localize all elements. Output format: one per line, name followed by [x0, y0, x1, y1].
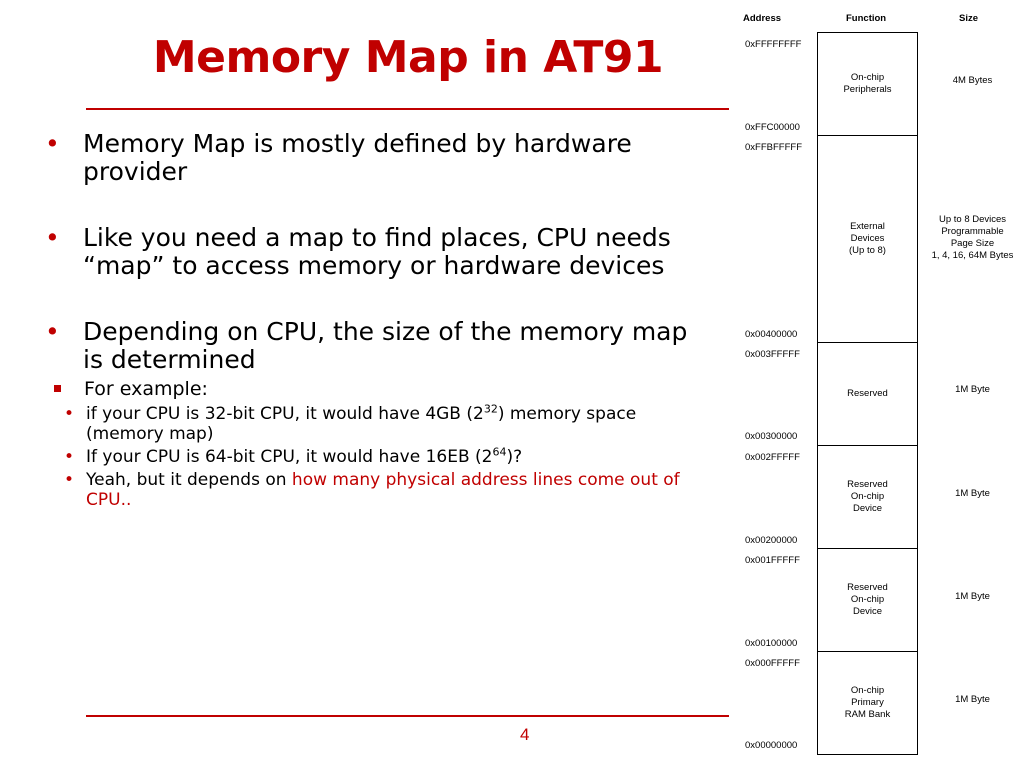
region-end-address: 0x001FFFFF — [745, 555, 800, 566]
region-size: 4M Bytes — [952, 75, 993, 86]
footer-divider — [86, 715, 729, 717]
bullet-item: • Depending on CPU, the size of the memo… — [40, 318, 710, 374]
sub-bullet-text: For example: — [84, 378, 208, 400]
example-item: • If your CPU is 64-bit CPU, it would ha… — [40, 445, 710, 467]
bullet-dot-icon: • — [45, 317, 60, 346]
region-start-address: 0x00300000 — [745, 431, 798, 442]
region-start-address: 0x00000000 — [745, 740, 798, 751]
region-start-address: 0x00100000 — [745, 638, 798, 649]
bullet-dot-icon: • — [45, 223, 60, 252]
bullet-dot-icon: • — [64, 447, 75, 467]
page-number: 4 — [520, 725, 530, 744]
region-function: On-chip Primary RAM Bank — [844, 685, 891, 720]
title-divider — [86, 108, 729, 110]
region-function: Reserved On-chip Device — [847, 582, 888, 617]
bullet-dot-icon: • — [45, 129, 60, 158]
region-size: 1M Byte — [955, 591, 990, 602]
bullet-item: • Memory Map is mostly defined by hardwa… — [40, 130, 710, 186]
slide-body: • Memory Map is mostly defined by hardwa… — [40, 130, 710, 513]
memory-region-peripherals: On-chip Peripherals — [817, 32, 918, 136]
region-function: On-chip Peripherals — [843, 72, 892, 95]
region-end-address: 0x002FFFFF — [745, 452, 800, 463]
memory-map-diagram: Address Function Size On-chip Peripheral… — [733, 0, 1024, 768]
example-text: if your CPU is 32-bit CPU, it would have… — [86, 402, 637, 444]
region-function: Reserved — [847, 388, 888, 399]
sub-bullet-item: For example: — [40, 378, 710, 400]
highlight-text: how many physical address lines come out… — [86, 470, 680, 510]
region-size: 1M Byte — [955, 384, 990, 395]
square-bullet-icon — [54, 385, 61, 392]
bullet-dot-icon: • — [64, 404, 75, 424]
exponent: 32 — [483, 402, 498, 416]
region-start-address: 0x00200000 — [745, 535, 798, 546]
region-end-address: 0x003FFFFF — [745, 349, 800, 360]
region-end-address: 0x000FFFFF — [745, 658, 800, 669]
address-header: Address — [743, 13, 782, 24]
memory-region-reserved-device: Reserved On-chip Device — [817, 548, 918, 652]
function-header: Function — [846, 13, 887, 24]
bullet-text: Memory Map is mostly defined by hardware… — [83, 129, 632, 186]
memory-region-ram-bank: On-chip Primary RAM Bank — [817, 651, 918, 755]
slide-title: Memory Map in AT91 — [152, 32, 664, 83]
bullet-item: • Like you need a map to find places, CP… — [40, 224, 710, 280]
example-item: • if your CPU is 32-bit CPU, it would ha… — [40, 402, 710, 444]
example-text: Yeah, but it depends on how many physica… — [86, 470, 680, 510]
bullet-text: Like you need a map to find places, CPU … — [83, 223, 671, 280]
memory-region-reserved: Reserved — [817, 342, 918, 446]
example-list: • if your CPU is 32-bit CPU, it would ha… — [40, 402, 710, 510]
region-size: 1M Byte — [955, 694, 990, 705]
region-size: 1M Byte — [955, 488, 990, 499]
region-function: External Devices (Up to 8) — [849, 221, 886, 256]
exponent: 64 — [492, 445, 507, 459]
memory-region-reserved-device: Reserved On-chip Device — [817, 445, 918, 549]
bullet-dot-icon: • — [64, 470, 75, 490]
region-end-address: 0xFFBFFFFF — [745, 142, 802, 153]
bullet-text: Depending on CPU, the size of the memory… — [83, 317, 688, 374]
size-header: Size — [959, 13, 979, 24]
example-text: If your CPU is 64-bit CPU, it would have… — [86, 445, 523, 467]
region-size: Up to 8 Devices Programmable Page Size 1… — [931, 214, 1014, 261]
region-start-address: 0x00400000 — [745, 329, 798, 340]
region-function: Reserved On-chip Device — [847, 479, 888, 514]
memory-region-external-devices: External Devices (Up to 8) — [817, 135, 918, 343]
example-item: • Yeah, but it depends on how many physi… — [40, 470, 710, 510]
region-end-address: 0xFFFFFFFF — [745, 39, 802, 50]
region-start-address: 0xFFC00000 — [745, 122, 800, 133]
